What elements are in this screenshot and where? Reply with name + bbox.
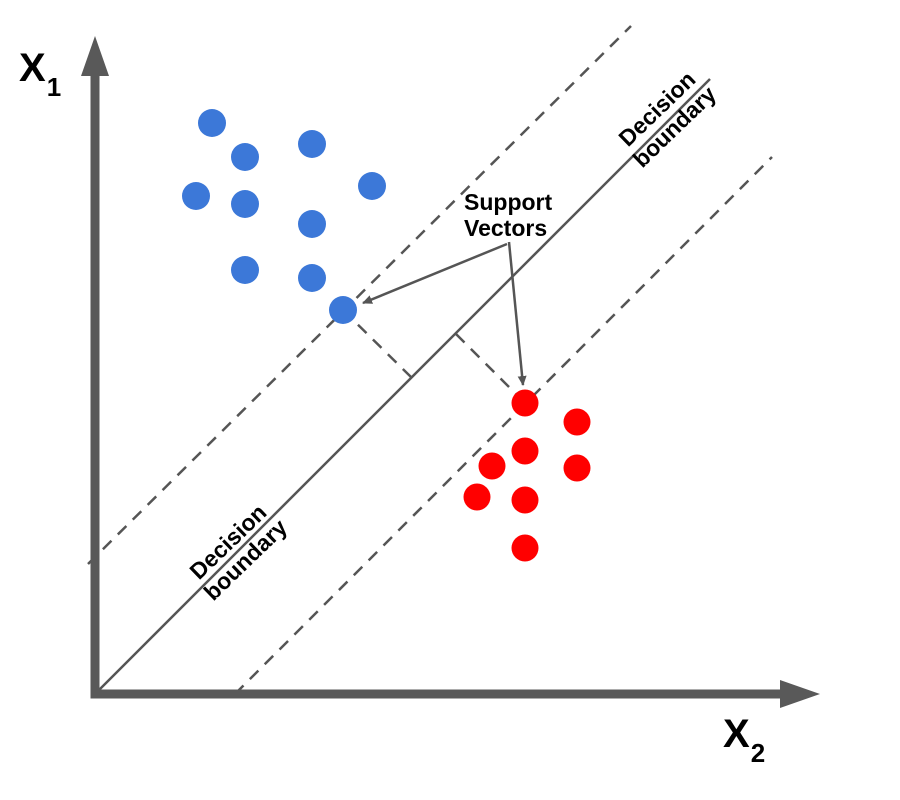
support-vectors-label-line2: Vectors <box>464 215 548 241</box>
class-blue-point <box>358 172 386 200</box>
class-blue-point <box>298 210 326 238</box>
class-red-point <box>511 486 539 514</box>
class-blue-point <box>298 264 326 292</box>
decision-boundary-line <box>93 78 711 696</box>
class-red-point <box>563 408 591 436</box>
x-axis-label-text: X <box>723 712 750 756</box>
class-red-point <box>463 483 491 511</box>
class-blue-point <box>198 109 226 137</box>
class-red-point <box>511 437 539 465</box>
y-axis-arrowhead-icon <box>81 36 109 76</box>
y-axis-label: X1 <box>19 46 61 100</box>
margin-upper-line <box>87 25 632 565</box>
support-vectors-label: Support Vectors <box>464 189 552 241</box>
class-blue-point <box>231 190 259 218</box>
y-axis-label-text: X <box>19 46 46 90</box>
margin-lower-line <box>234 156 773 695</box>
arrow-to-blue-support-vector <box>362 242 508 305</box>
x-axis-arrowhead-icon <box>780 680 820 708</box>
class-red-point <box>478 452 506 480</box>
class-red-point <box>511 389 539 417</box>
arrow-to-red-support-vector <box>507 241 527 386</box>
class-blue-point <box>182 182 210 210</box>
perp-to-blue-sv-line <box>342 309 413 379</box>
class-blue-point <box>329 296 357 324</box>
x-axis-label-subscript: 2 <box>750 738 766 768</box>
x-axis-label: X2 <box>723 712 765 766</box>
class-blue-point <box>231 256 259 284</box>
y-axis-label-subscript: 1 <box>46 72 62 102</box>
class-red-point <box>511 534 539 562</box>
support-vectors-label-line1: Support <box>464 189 553 215</box>
class-blue-point <box>298 130 326 158</box>
class-red-point <box>563 454 591 482</box>
perp-to-red-sv-line <box>455 333 526 404</box>
class-blue-point <box>231 143 259 171</box>
